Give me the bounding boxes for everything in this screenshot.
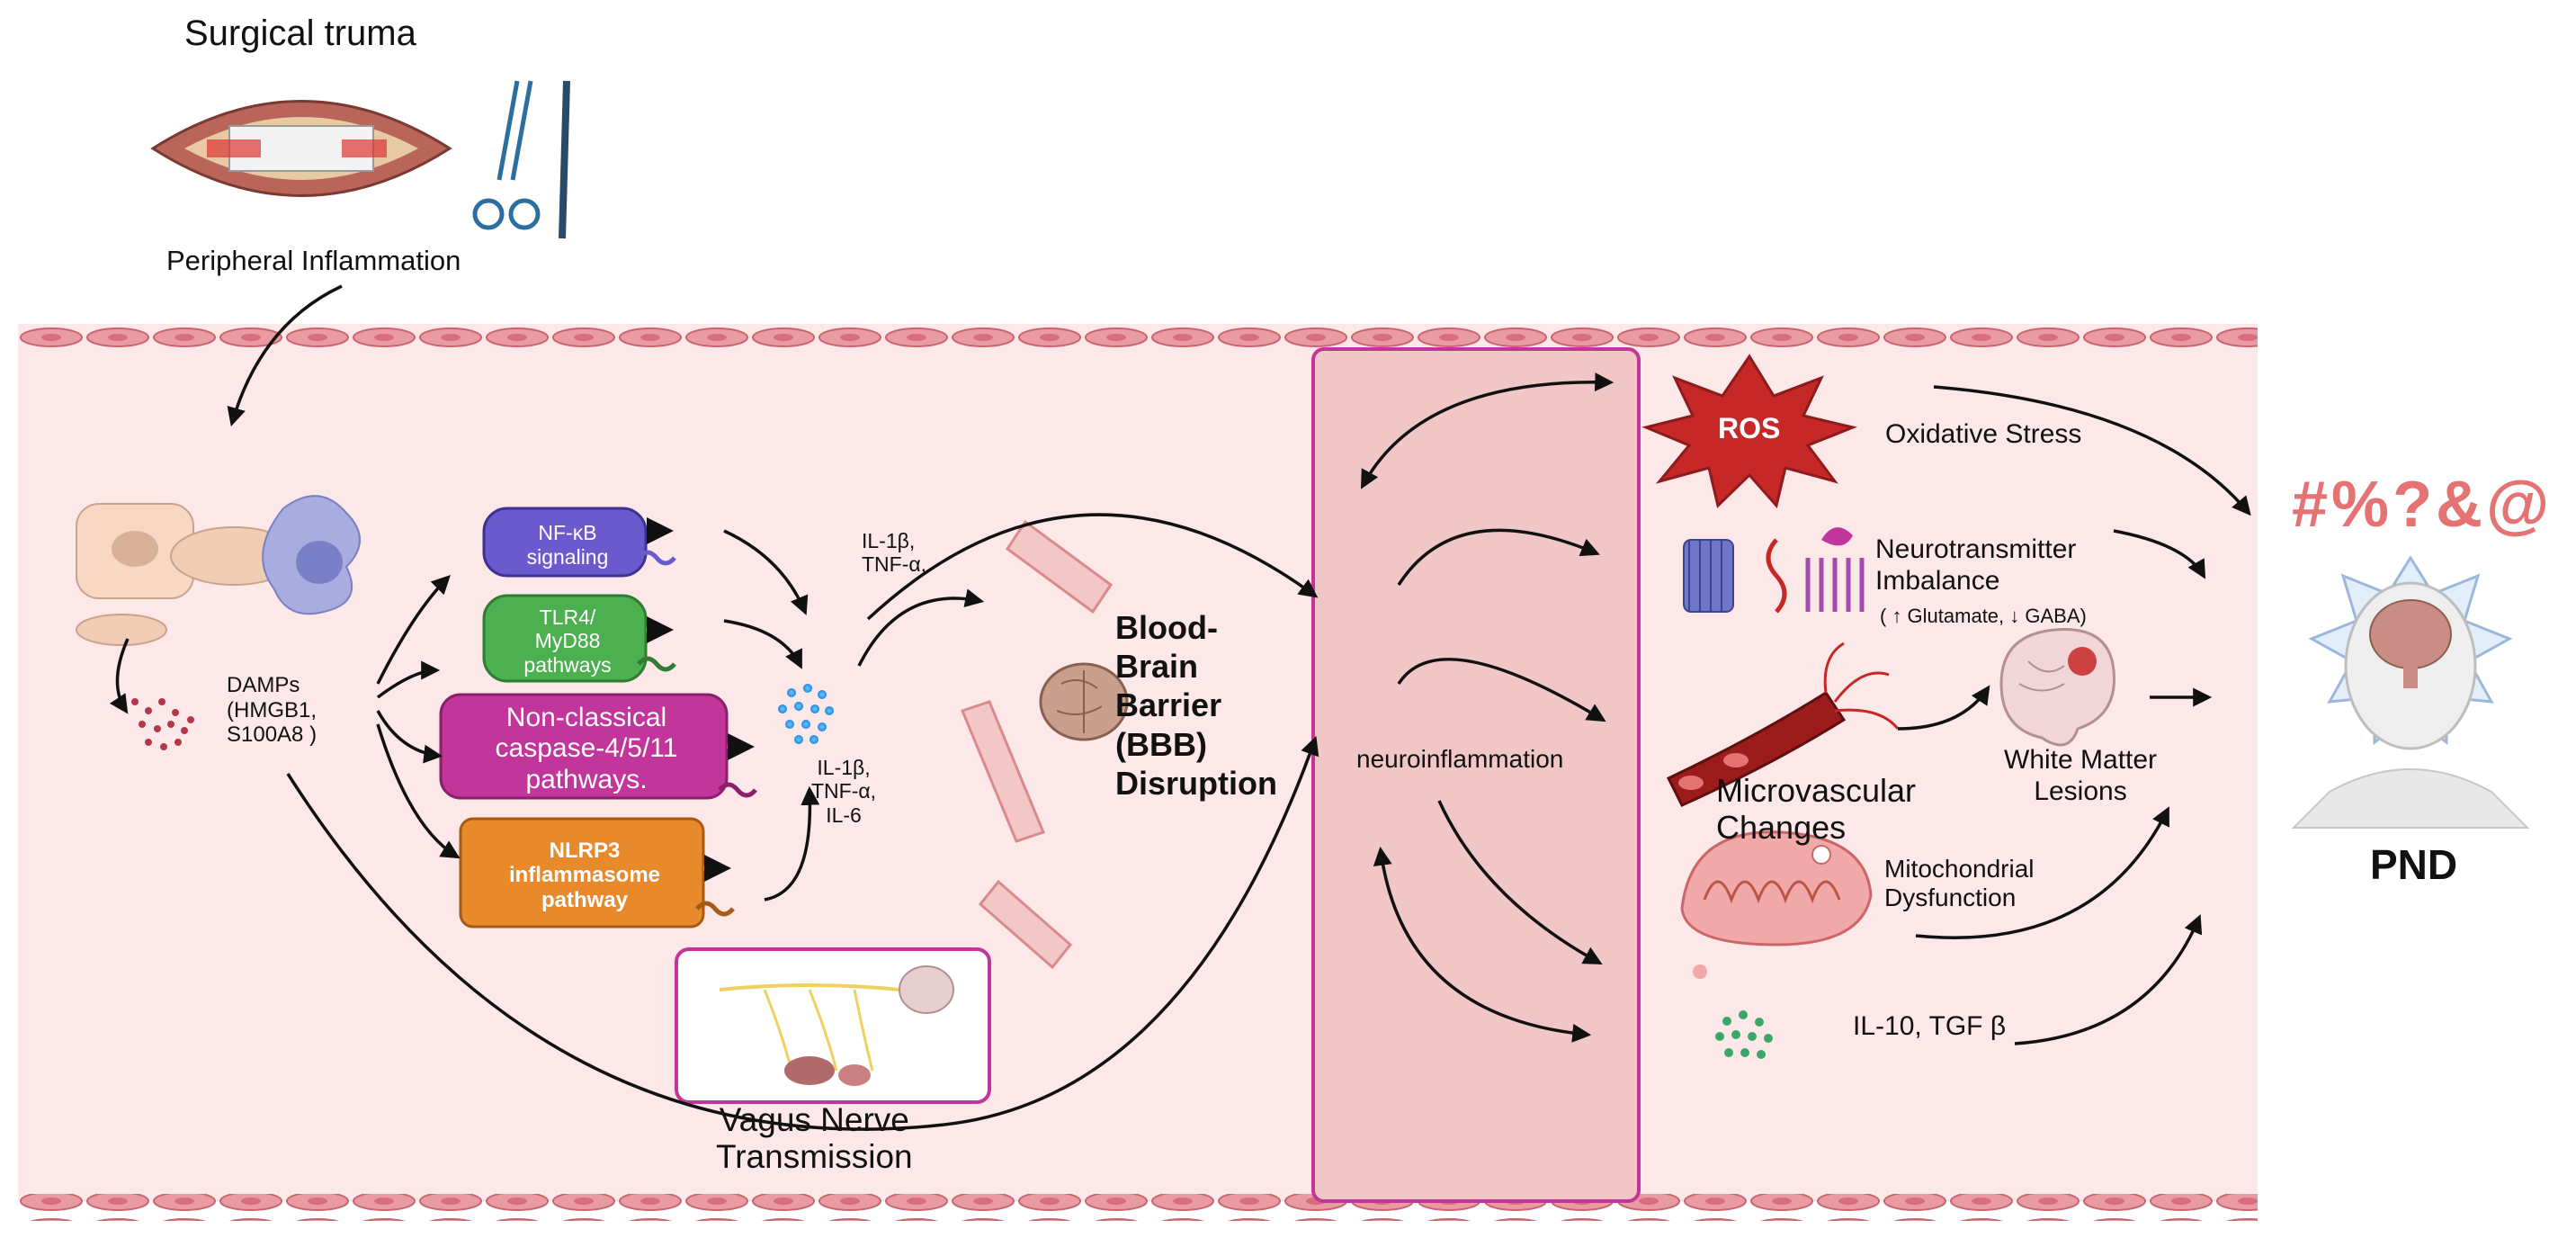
vagus-nerve-illustration <box>719 965 954 1086</box>
ros-label: ROS <box>1718 412 1781 444</box>
cytokines-mid-label: IL-1β,TNF-α,IL-6 <box>811 756 877 827</box>
nfkb-box <box>482 507 648 578</box>
oxidative-stress-label: Oxidative Stress <box>1885 419 2082 449</box>
gene-arrows <box>637 517 757 917</box>
top-endothelial-layer <box>18 320 2258 347</box>
damps-label: DAMPs(HMGB1,S100A8 ) <box>227 673 318 748</box>
neuroinflammation-box <box>1311 347 1641 1203</box>
white-matter-brain-icon <box>1999 628 2115 747</box>
nlrp3-box <box>459 817 705 929</box>
scissors-scalpel-icon <box>472 80 570 239</box>
neuroinflammation-label: neuroinflammation <box>1356 745 1564 773</box>
pnd-head-icon <box>2291 555 2530 829</box>
damp-particles-icon <box>131 698 194 750</box>
peripheral-inflammation-label: Peripheral Inflammation <box>166 245 461 276</box>
ros-star <box>1641 354 1857 509</box>
bottom-endothelial-layer <box>18 1194 2258 1221</box>
surgical-trauma-title: Surgical truma <box>184 13 416 53</box>
surgical-wound-icon <box>150 100 452 197</box>
il10-tgf-label: IL-10, TGF β <box>1853 1011 2007 1041</box>
mitochondria-icon <box>1680 830 1873 979</box>
anti-inflammatory-dots-icon <box>1715 1010 1773 1059</box>
pnd-symbols: #%?&@ <box>2292 469 2554 541</box>
receptor-icon <box>1683 527 1865 614</box>
tlr4-box <box>482 594 648 683</box>
cytokines-top-label: IL-1β,TNF-α, <box>862 529 927 577</box>
pnd-label: PND <box>2370 841 2458 888</box>
microvessel-icon <box>1666 641 1900 807</box>
cytokine-dots-icon <box>778 684 834 744</box>
immune-cells-icon <box>76 495 361 646</box>
bbb-vessels-icon <box>960 519 1129 970</box>
flow-arrows <box>109 284 2251 1131</box>
glutamate-gaba-label: ( ↑ Glutamate, ↓ GABA) <box>1880 605 2087 627</box>
